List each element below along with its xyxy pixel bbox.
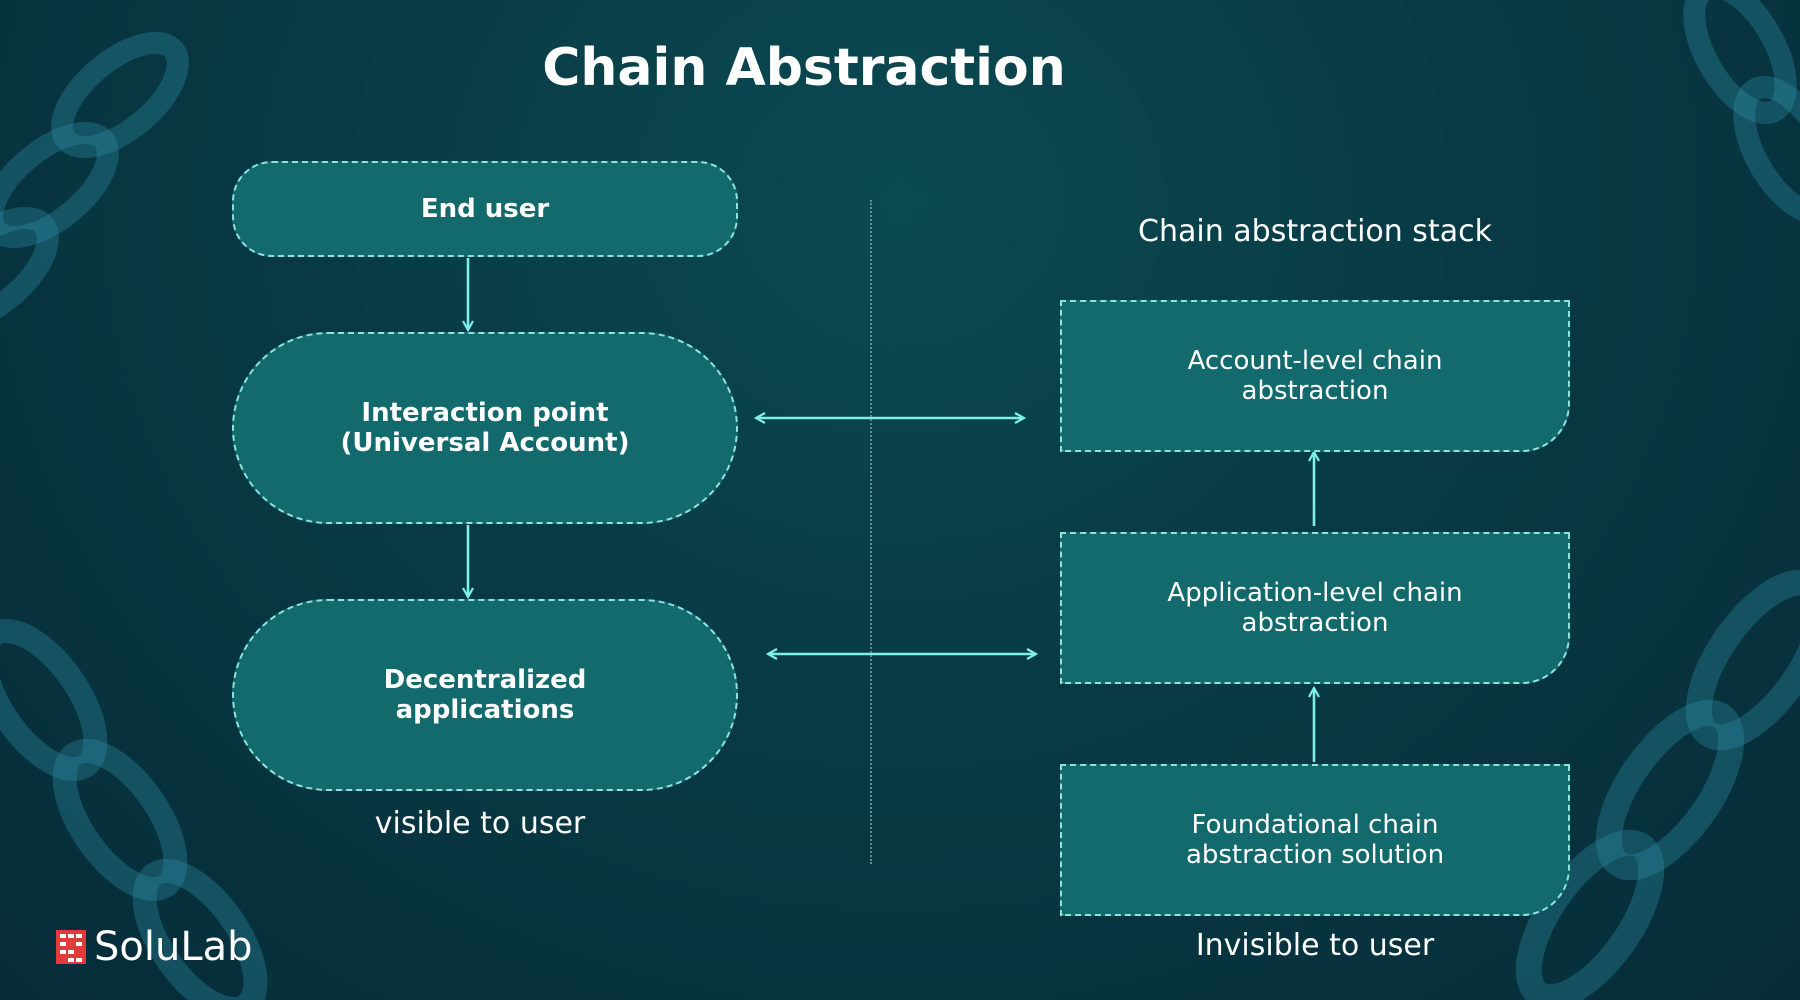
node-interaction-point: Interaction point (Universal Account) xyxy=(232,332,738,524)
section-divider xyxy=(870,200,872,864)
node-foundational: Foundational chain abstraction solution xyxy=(1060,764,1570,916)
chain-link-icon xyxy=(0,32,189,333)
node-label: Foundational chain abstraction solution xyxy=(1185,810,1445,870)
node-application-level: Application-level chain abstraction xyxy=(1060,532,1570,684)
node-label: Account-level chain abstraction xyxy=(1187,346,1443,406)
caption-invisible-to-user: Invisible to user xyxy=(1195,928,1435,963)
node-end-user: End user xyxy=(232,161,738,257)
node-decentralized-applications: Decentralized applications xyxy=(232,599,738,791)
chain-link-icon xyxy=(0,618,268,1000)
node-label: Decentralized applications xyxy=(383,665,587,725)
brand-logo: SoluLab xyxy=(56,924,253,970)
node-label: Application-level chain abstraction xyxy=(1167,578,1463,638)
page-title: Chain Abstraction xyxy=(542,38,1066,98)
chain-link-icon xyxy=(1683,0,1800,224)
solulab-logo-icon xyxy=(56,930,86,964)
node-label: End user xyxy=(420,194,550,224)
node-account-level: Account-level chain abstraction xyxy=(1060,300,1570,452)
brand-name: SoluLab xyxy=(94,924,253,970)
caption-visible-to-user: visible to user xyxy=(374,806,586,841)
node-label: Interaction point (Universal Account) xyxy=(340,398,630,458)
heading-chain-abstraction-stack: Chain abstraction stack xyxy=(1138,214,1492,249)
